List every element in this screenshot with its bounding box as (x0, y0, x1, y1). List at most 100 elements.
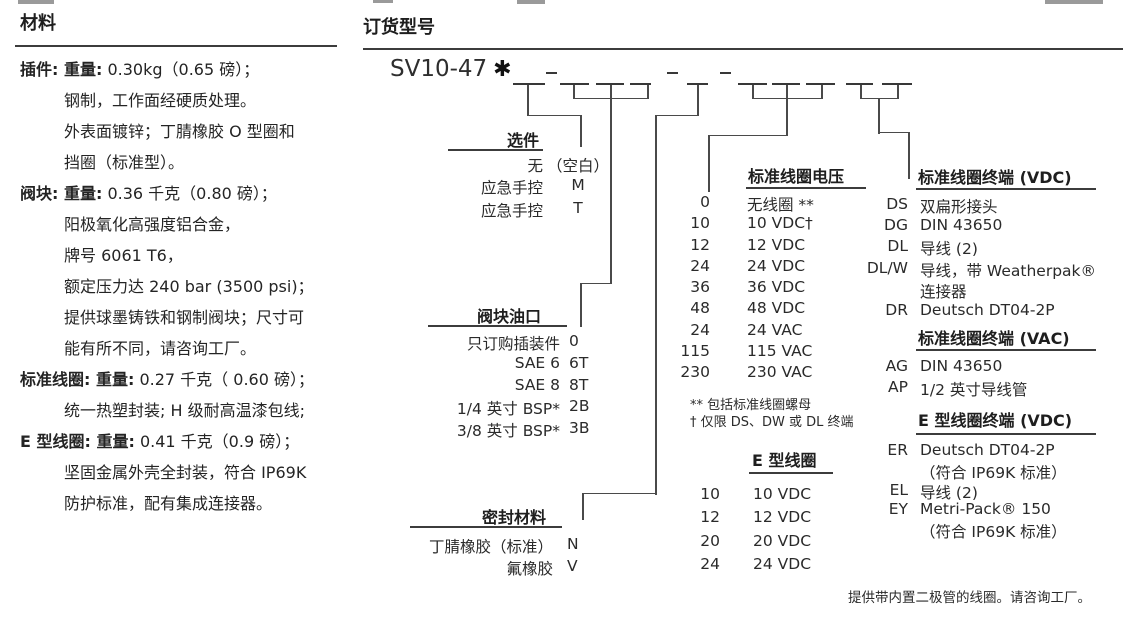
ports-table-header: 阀块油口 (477, 307, 542, 326)
ordering-rule (363, 48, 1123, 50)
code-blank (596, 83, 624, 86)
connector-line (878, 97, 880, 134)
materials-line: 额定压力达 240 bar (3500 psi)； (64, 277, 314, 296)
code-blank (560, 83, 589, 86)
model-prefix: SV10-47 (390, 56, 488, 82)
table-row: 1/4 英寸 BSP*2B (456, 397, 590, 419)
model-code: SV10-47✱ (390, 56, 512, 82)
ordering-section-title: 订货型号 (363, 17, 435, 38)
materials-text: 插件: 重量: 0.30kg（0.65 磅）； 钢制，工作面经硬质处理。 外表面… (20, 54, 370, 519)
materials-line: 阀块: 重量: 0.36 千克（0.80 磅）； (20, 184, 277, 203)
materials-line: 能有所不同，请咨询工厂。 (64, 339, 257, 358)
table-row: 3/8 英寸 BSP*3B (456, 419, 590, 441)
connector-line (708, 134, 710, 192)
cropped-text-fragment (373, 0, 393, 3)
footnote: ** 包括标准线圈螺母 (690, 398, 812, 413)
materials-line: 阳极氧化高强度铝合金， (64, 215, 241, 234)
term-vac-table-header: 标准线圈终端 (VAC) (918, 329, 1070, 348)
code-dash (720, 72, 731, 75)
materials-line: 挡圈（标准型）。 (64, 153, 185, 172)
materials-line: 标准线圈: 重量: 0.27 千克（ 0.60 磅）； (20, 370, 314, 389)
ecoil-table-header: E 型线圈 (752, 451, 817, 470)
connector-line (708, 134, 787, 137)
connector-line (897, 85, 899, 99)
materials-section-title: 材料 (20, 13, 56, 34)
connector-line (821, 85, 823, 99)
code-blank (513, 83, 545, 86)
connector-line (527, 85, 529, 116)
connector-line (697, 85, 699, 116)
connector-line (655, 114, 698, 117)
code-blank (846, 83, 873, 86)
connector-line (786, 85, 788, 136)
connector-line (860, 85, 862, 99)
connector-line (655, 114, 657, 495)
eterm-vdc-table-header: E 型线圈终端 (VDC) (918, 411, 1073, 430)
table-row: 无（空白） (527, 157, 610, 175)
voltage-table-header: 标准线圈电压 (748, 167, 845, 186)
connector-line (582, 492, 584, 520)
materials-line: E 型线圈: 重量: 0.41 千克（0.9 磅）； (20, 432, 300, 451)
connector-line (908, 131, 910, 179)
connector-line (573, 85, 575, 99)
eterm-vdc-header-rule (916, 433, 1096, 435)
materials-line: 统一热塑封装; H 级耐高温漆包线; (64, 401, 305, 420)
cropped-text-fragment (517, 0, 545, 4)
code-blank (630, 83, 651, 86)
term-vac-header-rule (916, 349, 1096, 351)
table-row: 连接器 (920, 282, 967, 301)
connector-line (878, 131, 910, 134)
cropped-text-fragment (18, 0, 54, 4)
voltage-header-rule (746, 187, 866, 189)
code-dash (546, 72, 557, 75)
materials-line: 插件: 重量: 0.30kg（0.65 磅）； (20, 60, 260, 79)
connector-line (580, 114, 582, 147)
seals-table-header: 密封材料 (482, 508, 547, 527)
code-blank (772, 83, 800, 86)
ports-header-rule (428, 325, 567, 327)
materials-line: 牌号 6061 T6， (64, 246, 183, 265)
materials-line: 提供球墨铸铁和钢制阀块；尺寸可 (64, 308, 305, 327)
connector-line (752, 85, 754, 99)
connector-line (582, 492, 656, 495)
connector-line (580, 282, 611, 285)
materials-line: 防护标准，配有集成连接器。 (64, 494, 273, 513)
connector-line (647, 85, 649, 99)
ecoil-header-rule (749, 472, 833, 474)
materials-line: 坚固金属外壳全封装，符合 IP69K (64, 463, 307, 482)
code-blank (687, 83, 708, 86)
footnote: † 仅限 DS、DW 或 DL 终端 (690, 415, 854, 430)
materials-line: 钢制，工作面经硬质处理。 (64, 91, 257, 110)
